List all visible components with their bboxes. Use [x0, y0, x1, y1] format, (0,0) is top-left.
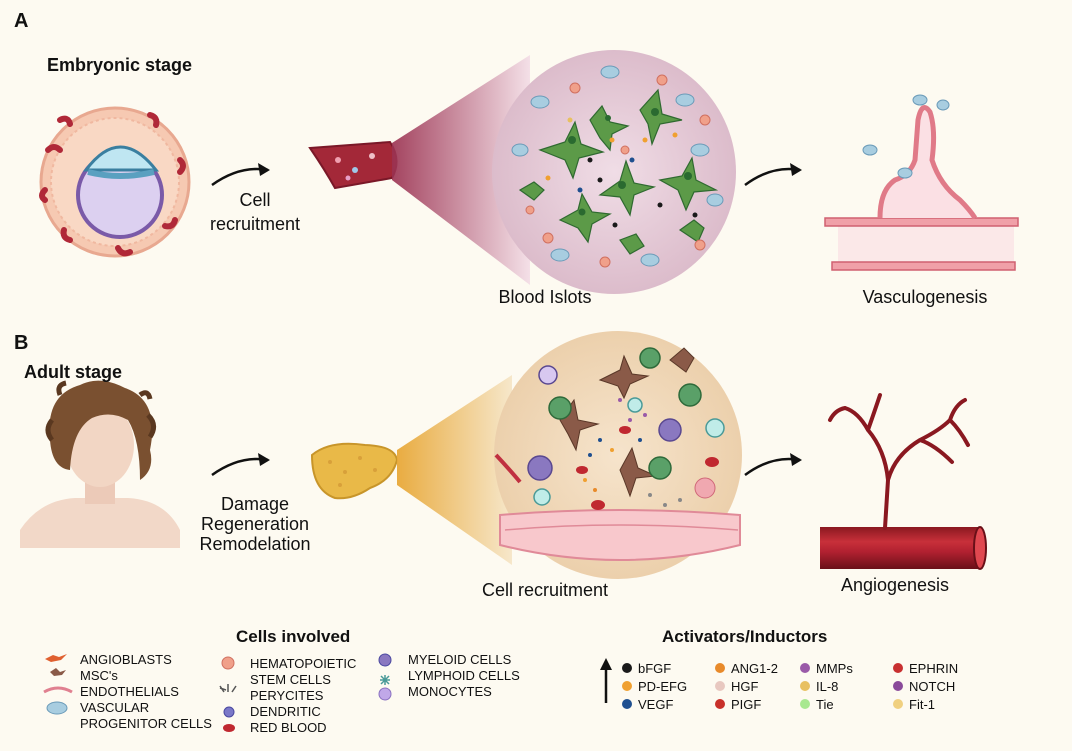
adult-stage-title: Adult stage — [24, 362, 123, 382]
cell-recruitment-label-b: Cell recruitment — [481, 580, 609, 600]
angiogenesis-label: Angiogenesis — [840, 575, 950, 595]
activator-label: Fit-1 — [909, 697, 935, 712]
liver-icon — [310, 442, 399, 500]
activator-dot-icon — [622, 681, 632, 691]
activator-label: NOTCH — [909, 679, 956, 694]
activator-dot-icon — [715, 663, 725, 673]
angiogenesis-icon — [820, 393, 987, 570]
legend-item: MSC's — [80, 668, 118, 683]
activator-dot-icon — [622, 699, 632, 709]
activator-label: MMPs — [816, 661, 853, 676]
hematopoietic-icon — [221, 656, 235, 670]
activators-title: Activators/Inductors — [662, 627, 828, 646]
vasculogenesis-label: Vasculogenesis — [862, 287, 988, 307]
activator-label: IL-8 — [816, 679, 839, 694]
endothelial-icon — [43, 686, 73, 694]
legend-item: ANGIOBLASTS — [80, 652, 172, 667]
panel-b-letter: B — [14, 332, 29, 354]
legend-item: MONOCYTES — [408, 684, 492, 699]
activator-dot-icon — [622, 663, 632, 673]
cells-legend-col1: ANGIOBLASTS MSC's ENDOTHELIALS VASCULAR … — [80, 652, 212, 732]
legend-item: VASCULAR — [80, 700, 150, 715]
blood-islots-label: Blood Islots — [498, 287, 592, 307]
activator-dot-icon — [893, 699, 903, 709]
monocyte-icon — [378, 687, 392, 701]
activator-label: VEGF — [638, 697, 674, 712]
activator-dot-icon — [893, 681, 903, 691]
activator-label: EPHRIN — [909, 661, 959, 676]
activator-label: ANG1-2 — [731, 661, 778, 676]
cells-legend-col3: MYELOID CELLS LYMPHOID CELLS MONOCYTES — [408, 652, 520, 700]
activator-label: bFGF — [638, 661, 672, 676]
lymphoid-icon — [380, 675, 390, 685]
person-icon — [20, 380, 180, 548]
legend-item: HEMATOPOIETIC — [250, 656, 357, 671]
legend-item: DENDRITIC — [250, 704, 321, 719]
activator-label: HGF — [731, 679, 759, 694]
legend-item: ENDOTHELIALS — [80, 684, 179, 699]
myeloid-icon — [378, 653, 392, 667]
activator-label: PIGF — [731, 697, 762, 712]
angioblast-icon — [45, 654, 67, 662]
cells-legend-col2: HEMATOPOIETIC STEM CELLS PERYCITES DENDR… — [250, 656, 356, 736]
activator-label: Tie — [816, 697, 834, 712]
activator-dot-icon — [800, 681, 810, 691]
legend-item: STEM CELLS — [250, 672, 331, 687]
cells-involved-title: Cells involved — [236, 627, 351, 646]
legend-item: MYELOID CELLS — [408, 652, 512, 667]
red-blood-icon — [223, 724, 235, 732]
activator-label: PD-EFG — [638, 679, 688, 694]
cell-recruitment-label-a: Cell recruitment — [209, 190, 301, 234]
vasculogenesis-icon — [824, 94, 1019, 271]
activator-dot-icon — [715, 681, 725, 691]
legend-item: RED BLOOD — [250, 720, 327, 735]
msc-icon — [50, 668, 66, 676]
activator-dot-icon — [800, 699, 810, 709]
legend-item: LYMPHOID CELLS — [408, 668, 520, 683]
activator-dot-icon — [800, 663, 810, 673]
damage-regeneration-label: Damage Regeneration Remodelation — [199, 494, 311, 554]
legend-item: PERYCITES — [250, 688, 324, 703]
activator-dot-icon — [715, 699, 725, 709]
panel-a-letter: A — [14, 10, 29, 32]
dendritic-icon — [223, 706, 235, 718]
embryonic-stage-title: Embryonic stage — [47, 55, 193, 75]
embryo-icon — [39, 106, 191, 258]
blood-islots-circle — [492, 50, 736, 294]
perycite-icon — [219, 684, 237, 693]
cell-recruitment-circle — [494, 331, 742, 579]
activator-dot-icon — [893, 663, 903, 673]
legend-item: PROGENITOR CELLS — [80, 716, 212, 731]
vascular-progenitor-icon — [46, 701, 68, 715]
blood-island-tissue-icon — [308, 140, 398, 190]
